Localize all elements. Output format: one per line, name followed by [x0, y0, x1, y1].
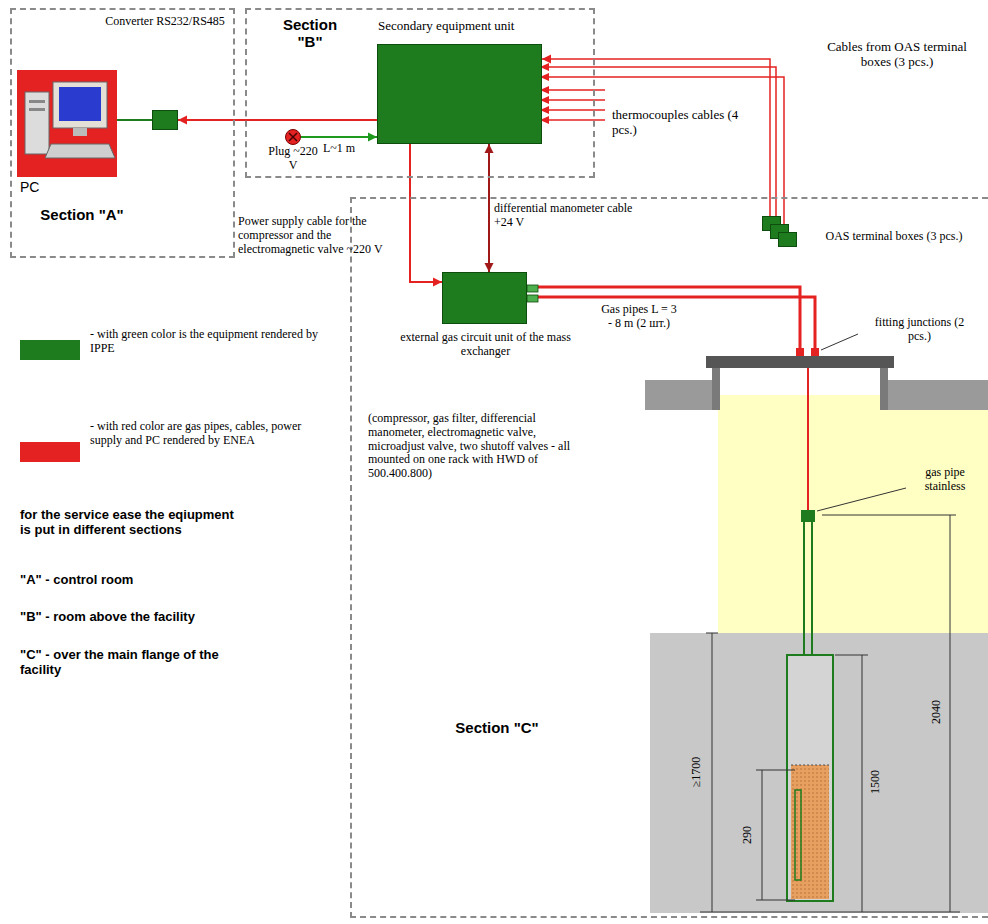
mass-exchanger	[787, 510, 833, 901]
dimension-label: 290	[741, 825, 755, 845]
facility-body	[645, 356, 988, 913]
legend-text: - with red color are gas pipes, cables, …	[90, 420, 330, 448]
arrow-head	[485, 263, 494, 272]
node-label: Plug ~220 V	[268, 145, 318, 173]
node-label: Section "B"	[275, 16, 345, 51]
node-label: Secondary equipment unit	[378, 19, 578, 34]
note-label: fitting junctions (2 pcs.)	[862, 316, 977, 344]
connector-line	[488, 144, 490, 272]
pc-box: PC	[17, 70, 117, 177]
gas-ports	[527, 285, 539, 305]
connector	[485, 144, 494, 272]
converter-box: Converter RS232/RS485	[152, 110, 178, 130]
dimension-label: ≥1700	[690, 756, 704, 789]
dimension-label: 2040	[930, 699, 944, 725]
connector-line	[117, 119, 152, 121]
note-label: "C" - over the main flange of the facili…	[20, 648, 220, 678]
section-region: Section "B" Secondary equipment unitPlug …	[245, 8, 595, 178]
arrow-head	[178, 116, 187, 125]
arrow-head	[485, 144, 494, 153]
connector-line	[301, 136, 377, 138]
connector	[117, 120, 152, 121]
plug-circle: Plug ~220 V	[285, 129, 301, 145]
note-label: Cables from OAS terminal boxes (3 pcs.)	[822, 40, 972, 70]
note-label: Gas pipes L = 3 - 8 m (2 шт.)	[598, 303, 680, 331]
node-label: PC	[20, 179, 60, 195]
arrow-head	[542, 55, 551, 64]
note-label: gas pipe stainless	[908, 466, 982, 494]
connector	[542, 55, 770, 217]
connector-line	[178, 119, 377, 121]
node-label: Converter RS232/RS485	[105, 15, 225, 29]
connector	[410, 144, 442, 287]
note-label: "B" - room above the facility	[20, 610, 240, 625]
connector-line	[410, 144, 442, 282]
connector-line	[542, 59, 770, 216]
note-label: (compressor, gas filter, differencial ma…	[368, 412, 573, 481]
legend-swatch	[20, 340, 80, 360]
node-label: external gas circuit unit of the mass ex…	[393, 331, 578, 359]
arrow-head	[368, 133, 377, 142]
legend-text: - with green color is the equipment rend…	[90, 328, 330, 356]
connector	[301, 133, 377, 142]
note-label: thermocouples cables (4 pcs.)	[612, 108, 747, 138]
leader-lines	[817, 334, 906, 511]
node-label: Section "A"	[32, 206, 132, 223]
thermocouple-cables	[540, 86, 605, 124]
terminal-box-symbols	[762, 216, 798, 248]
note-label: differential manometer cable +24 V	[494, 202, 644, 230]
connector	[178, 116, 377, 125]
note-label: "A" - control room	[20, 573, 240, 588]
pc-icon	[17, 70, 117, 177]
node-label: Section "C"	[452, 719, 542, 736]
dimension-label: 1500	[869, 769, 883, 795]
note-label: for the service ease the eqiupment is pu…	[20, 508, 235, 538]
node-label: OAS terminal boxes (3 pcs.)	[810, 230, 978, 244]
arrow-head	[433, 278, 442, 287]
plug-symbol	[285, 129, 301, 145]
connector-label: L~1 m	[323, 142, 355, 156]
legend-swatch	[20, 442, 80, 462]
terminal-box-group: OAS terminal boxes (3 pcs.)	[762, 216, 798, 248]
gas-circuit-unit-box: external gas circuit unit of the mass ex…	[442, 272, 527, 324]
gas-pipes	[535, 287, 815, 510]
fitting-junctions	[796, 348, 819, 356]
dimension-lines	[700, 515, 960, 912]
section-region: Section "A" PC Converter RS232/RS485	[10, 8, 235, 258]
note-label: Power supply cable for the compressor an…	[238, 215, 400, 256]
secondary-unit-box: Secondary equipment unit	[377, 44, 542, 144]
